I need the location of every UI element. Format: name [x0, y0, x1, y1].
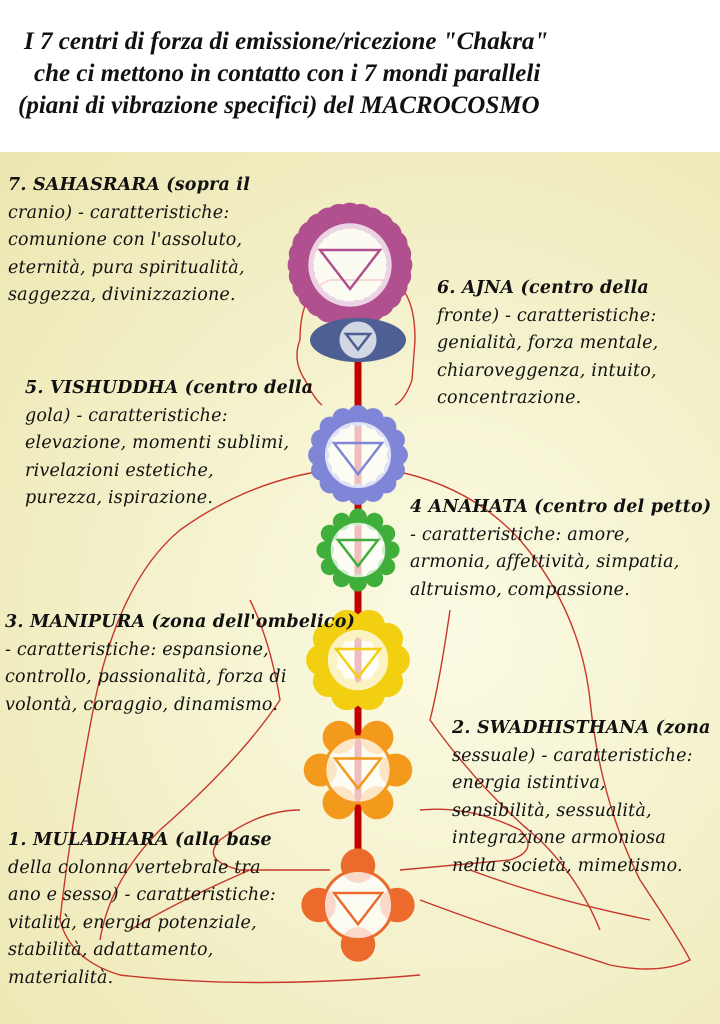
- chakra-text-line: volontà, coraggio, dinamismo.: [5, 694, 279, 715]
- title-line-3: (piani di vibrazione specifici) del MACR…: [18, 92, 540, 119]
- chakra-text-line: materialità.: [8, 967, 114, 988]
- chakra-text-line: armonia, affettività, simpatia,: [410, 552, 680, 572]
- chakra-text-line: integrazione armoniosa: [452, 828, 666, 848]
- chakra-text-line: rivelazioni estetiche,: [25, 460, 214, 481]
- chakra-heading: 4 ANAHATA (centro del petto): [410, 497, 712, 517]
- chakra-text-line: chiaroveggenza, intuito,: [437, 360, 657, 381]
- title-header: I 7 centri di forza di emissione/ricezio…: [0, 0, 720, 152]
- chakra-text-line: controllo, passionalità, forza di: [5, 667, 287, 687]
- chakra-text-line: altruismo, compassione.: [410, 579, 630, 600]
- chakra-icon-anahata: [316, 508, 400, 592]
- title-line-1: I 7 centri di forza di emissione/ricezio…: [24, 28, 549, 55]
- chakra-text-line: cranio) - caratteristiche:: [8, 202, 230, 223]
- chakra-text-line: - caratteristiche: espansione,: [5, 639, 269, 660]
- chakra-text-line: sensibilità, sessualità,: [452, 800, 652, 821]
- chakra-text-line: nella società, mimetismo.: [452, 855, 683, 876]
- chakra-icon-vishuddha: [308, 405, 408, 505]
- chakra-icon-ajna: [310, 318, 406, 362]
- chakra-text-line: comunione con l'assoluto,: [8, 230, 243, 250]
- title-line-2: che ci mettono in contatto con i 7 mondi…: [34, 60, 541, 87]
- chakra-text-line: ano e sesso) - caratteristiche:: [8, 885, 276, 905]
- chakra-icon-sahasrara: [287, 202, 413, 328]
- chakra-text-line: gola) - caratteristiche:: [25, 405, 228, 426]
- chakra-text-line: fronte) - caratteristiche:: [437, 305, 657, 326]
- chakra-text-line: saggezza, divinizzazione.: [8, 285, 236, 305]
- chakra-heading: 5. VISHUDDHA (centro della: [25, 378, 314, 398]
- chakra-text-line: vitalità, energia potenziale,: [8, 912, 257, 933]
- chakra-heading: 2. SWADHISTHANA (zona: [452, 718, 711, 738]
- chakra-heading: 6. AJNA (centro della: [437, 278, 649, 298]
- chakra-text-line: purezza, ispirazione.: [25, 488, 214, 508]
- chakra-heading: 7. SAHASRARA (sopra il: [8, 175, 251, 195]
- chakra-heading: 1. MULADHARA (alla base: [8, 830, 272, 850]
- chakra-text-line: - caratteristiche: amore,: [410, 524, 631, 545]
- chakra-text-line: sessuale) - caratteristiche:: [452, 745, 693, 766]
- body-outline: [59, 279, 691, 984]
- chakra-text-line: concentrazione.: [437, 388, 582, 408]
- chakra-text-line: eternità, pura spiritualità,: [8, 257, 245, 278]
- chakra-text-line: energia istintiva,: [452, 773, 606, 793]
- chakra-icon-manipura: [306, 609, 410, 711]
- chakra-heading: 3. MANIPURA (zona dell'ombelico): [5, 612, 356, 632]
- chakra-icon-muladhara: [301, 848, 415, 962]
- chakra-text-line: della colonna vertebrale tra: [8, 857, 261, 878]
- chakra-text-line: genialità, forza mentale,: [437, 333, 659, 353]
- chakra-text-line: stabilità, adattamento,: [8, 940, 214, 960]
- chakra-icon-swadhisthana: [303, 720, 413, 820]
- chakra-text-line: elevazione, momenti sublimi,: [25, 433, 290, 453]
